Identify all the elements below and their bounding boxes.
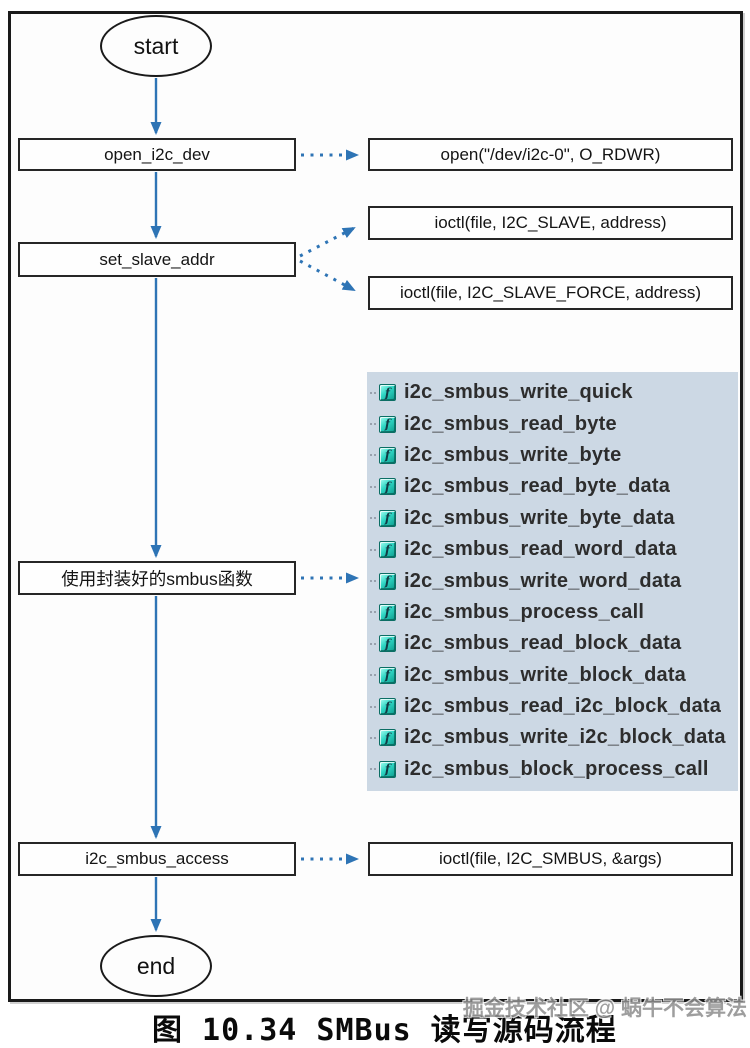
tree-connector bbox=[370, 391, 376, 394]
function-list-item: f i2c_smbus_read_block_data bbox=[370, 628, 738, 659]
function-name: i2c_smbus_read_word_data bbox=[404, 538, 677, 561]
function-icon: f bbox=[379, 415, 396, 433]
function-name: i2c_smbus_write_word_data bbox=[404, 569, 682, 592]
terminal-start: start bbox=[100, 15, 212, 77]
function-name: i2c_smbus_read_byte_data bbox=[404, 475, 671, 498]
function-icon-glyph: f bbox=[384, 636, 391, 651]
function-list-item: f i2c_smbus_write_byte bbox=[370, 440, 738, 471]
function-icon: f bbox=[379, 384, 396, 402]
function-icon-glyph: f bbox=[384, 417, 391, 432]
function-icon: f bbox=[379, 698, 396, 716]
function-icon: f bbox=[379, 760, 396, 778]
tree-connector bbox=[370, 642, 376, 645]
function-icon-glyph: f bbox=[384, 574, 391, 589]
function-name: i2c_smbus_process_call bbox=[404, 600, 645, 623]
tree-connector bbox=[370, 705, 376, 708]
function-name: i2c_smbus_write_byte_data bbox=[404, 506, 675, 529]
step-label: 使用封装好的smbus函数 bbox=[61, 568, 253, 589]
call-label: open("/dev/i2c-0", O_RDWR) bbox=[440, 144, 661, 164]
function-icon: f bbox=[379, 572, 396, 590]
smbus-function-panel: f i2c_smbus_write_quick f i2c_smbus_read… bbox=[367, 372, 738, 791]
tree-connector bbox=[370, 580, 376, 583]
function-list-item: f i2c_smbus_read_word_data bbox=[370, 534, 738, 565]
function-list-item: f i2c_smbus_write_word_data bbox=[370, 565, 738, 596]
call-label: ioctl(file, I2C_SLAVE, address) bbox=[434, 213, 667, 232]
call-label: ioctl(file, I2C_SLAVE_FORCE, address) bbox=[399, 283, 702, 302]
function-list-item: f i2c_smbus_write_i2c_block_data bbox=[370, 722, 738, 753]
function-list-item: f i2c_smbus_block_process_call bbox=[370, 754, 738, 785]
function-name: i2c_smbus_read_block_data bbox=[404, 632, 682, 655]
function-icon-glyph: f bbox=[384, 605, 391, 620]
function-name: i2c_smbus_read_byte bbox=[404, 412, 617, 435]
step-open-i2c-dev: open_i2c_dev bbox=[18, 138, 296, 171]
function-name: i2c_smbus_write_i2c_block_data bbox=[404, 726, 726, 749]
function-icon: f bbox=[379, 729, 396, 747]
function-list-item: f i2c_smbus_write_block_data bbox=[370, 660, 738, 691]
tree-connector bbox=[370, 454, 376, 457]
tree-connector bbox=[370, 548, 376, 551]
function-icon-glyph: f bbox=[384, 730, 391, 745]
function-list-item: f i2c_smbus_write_byte_data bbox=[370, 503, 738, 534]
function-name: i2c_smbus_block_process_call bbox=[404, 757, 709, 780]
step-label: set_slave_addr bbox=[99, 249, 215, 269]
function-icon-glyph: f bbox=[384, 762, 391, 777]
tree-connector bbox=[370, 736, 376, 739]
function-list-item: f i2c_smbus_process_call bbox=[370, 597, 738, 628]
call-box-ioctl-slave-force: ioctl(file, I2C_SLAVE_FORCE, address) bbox=[368, 276, 733, 310]
function-icon: f bbox=[379, 478, 396, 496]
function-list-item: f i2c_smbus_read_byte_data bbox=[370, 471, 738, 502]
tree-connector bbox=[370, 423, 376, 426]
call-box-ioctl-smbus: ioctl(file, I2C_SMBUS, &args) bbox=[368, 842, 733, 876]
tree-connector bbox=[370, 611, 376, 614]
tree-connector bbox=[370, 674, 376, 677]
function-icon: f bbox=[379, 603, 396, 621]
terminal-end-label: end bbox=[136, 952, 176, 979]
step-set-slave-addr: set_slave_addr bbox=[18, 242, 296, 277]
function-name: i2c_smbus_read_i2c_block_data bbox=[404, 695, 722, 718]
function-icon-glyph: f bbox=[384, 448, 391, 463]
function-icon-glyph: f bbox=[384, 511, 391, 526]
function-icon-glyph: f bbox=[384, 542, 391, 557]
function-icon-glyph: f bbox=[384, 479, 391, 494]
function-icon: f bbox=[379, 446, 396, 464]
function-list-item: f i2c_smbus_read_i2c_block_data bbox=[370, 691, 738, 722]
function-icon: f bbox=[379, 666, 396, 684]
function-list-item: f i2c_smbus_read_byte bbox=[370, 408, 738, 439]
tree-connector bbox=[370, 768, 376, 771]
call-label: ioctl(file, I2C_SMBUS, &args) bbox=[439, 849, 662, 868]
step-label: i2c_smbus_access bbox=[85, 849, 229, 868]
function-icon-glyph: f bbox=[384, 699, 391, 714]
function-icon: f bbox=[379, 541, 396, 559]
tree-connector bbox=[370, 517, 376, 520]
function-name: i2c_smbus_write_byte bbox=[404, 443, 622, 466]
terminal-start-label: start bbox=[133, 32, 179, 59]
function-icon: f bbox=[379, 509, 396, 527]
terminal-end: end bbox=[100, 935, 212, 997]
step-label: open_i2c_dev bbox=[104, 144, 210, 164]
step-i2c-smbus-access: i2c_smbus_access bbox=[18, 842, 296, 876]
function-name: i2c_smbus_write_quick bbox=[404, 381, 633, 404]
function-icon-glyph: f bbox=[384, 668, 391, 683]
call-box-ioctl-slave: ioctl(file, I2C_SLAVE, address) bbox=[368, 206, 733, 240]
call-box-open: open("/dev/i2c-0", O_RDWR) bbox=[368, 138, 733, 171]
tree-connector bbox=[370, 485, 376, 488]
function-icon-glyph: f bbox=[384, 385, 391, 400]
figure-caption: 图 10.34 SMBus 读写源码流程 bbox=[152, 1013, 617, 1048]
function-name: i2c_smbus_write_block_data bbox=[404, 663, 686, 686]
watermark-text: 掘金技术社区 @ 蜗牛不会算法 bbox=[462, 997, 747, 1020]
function-list-item: f i2c_smbus_write_quick bbox=[370, 377, 738, 408]
step-use-smbus-functions: 使用封装好的smbus函数 bbox=[18, 561, 296, 595]
function-icon: f bbox=[379, 635, 396, 653]
